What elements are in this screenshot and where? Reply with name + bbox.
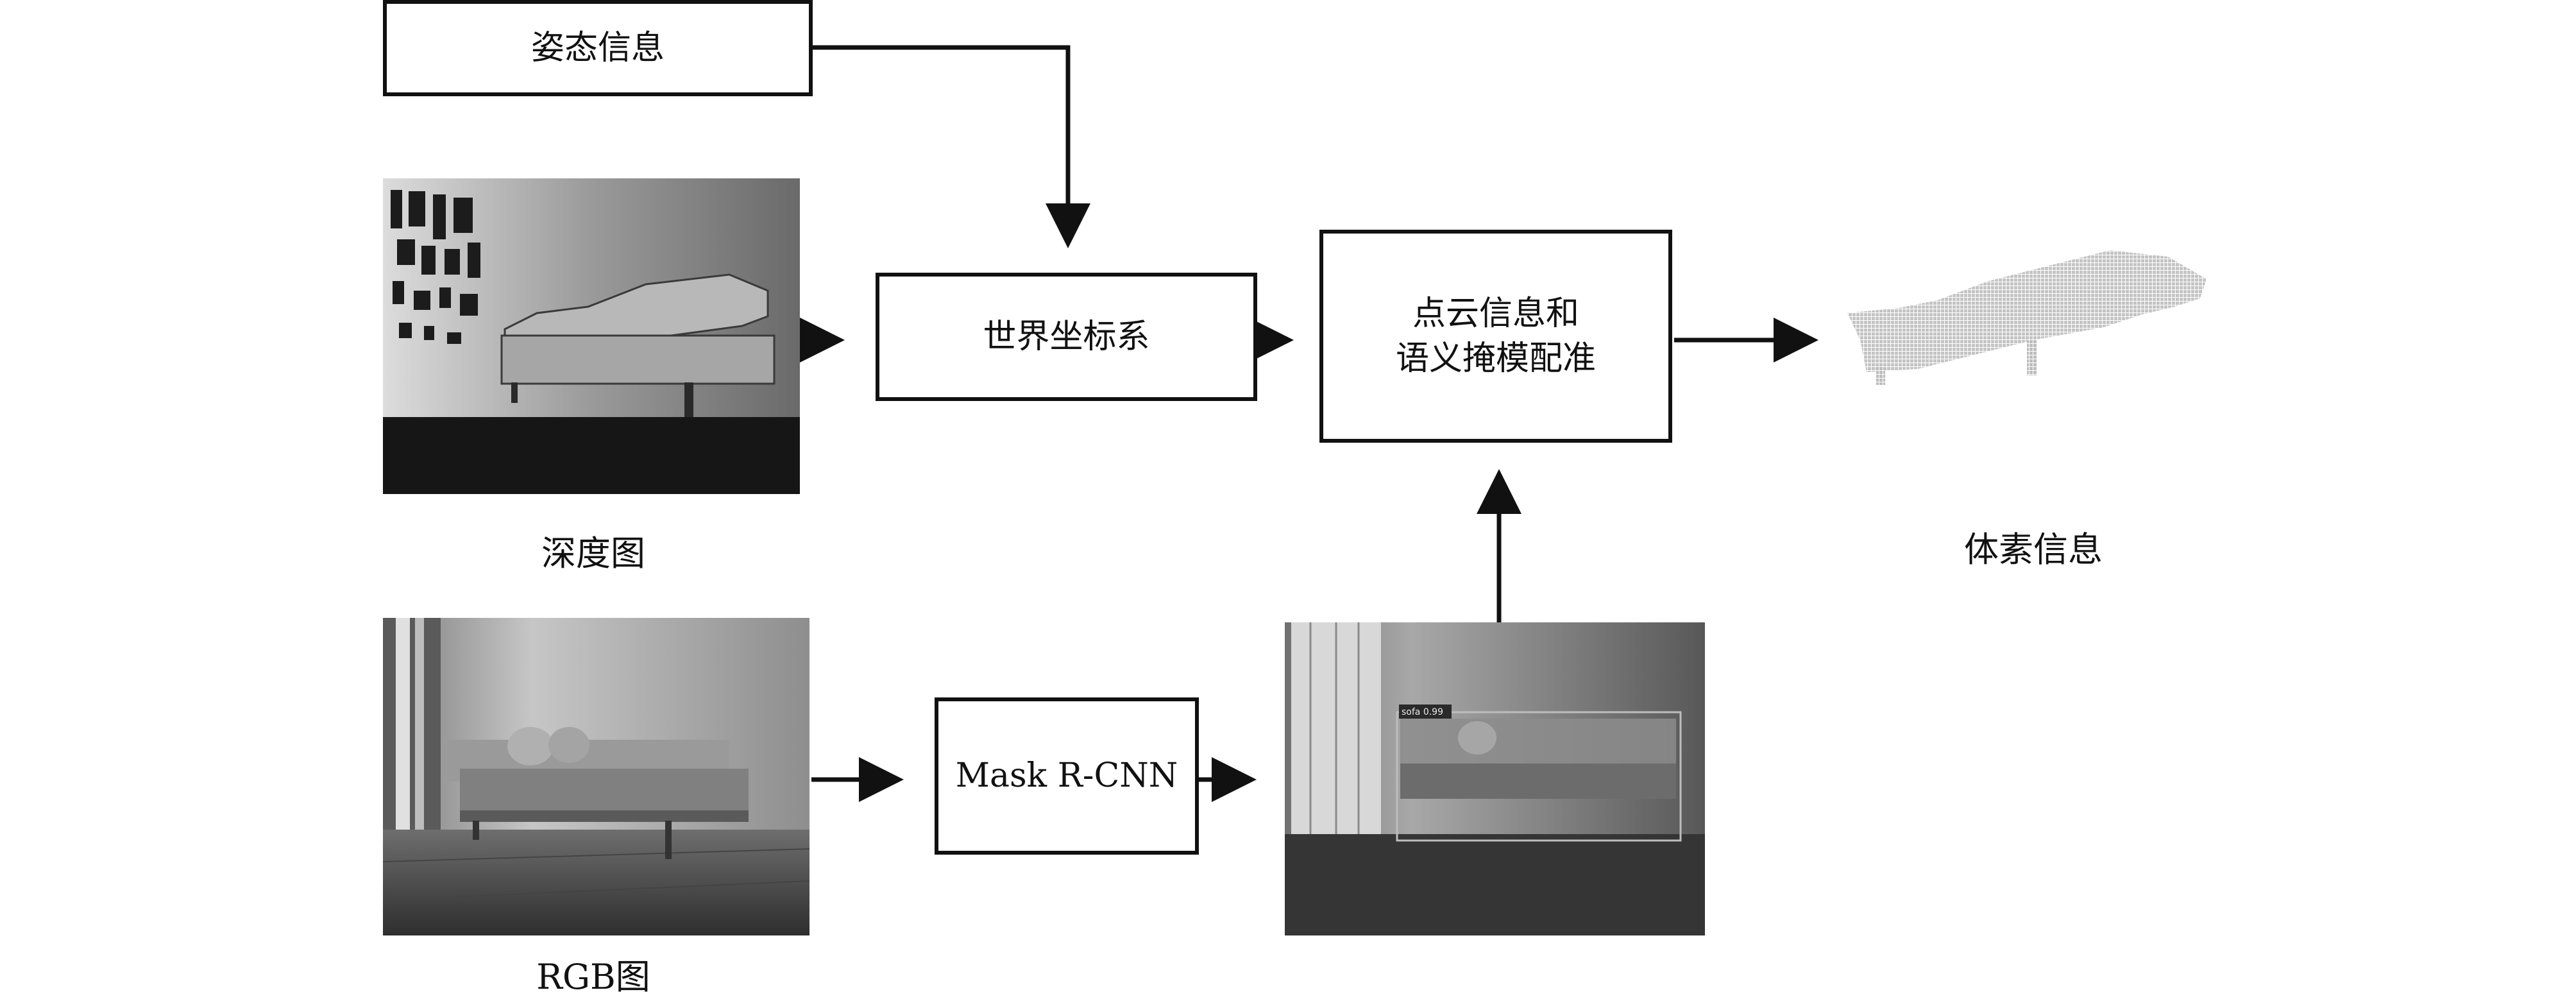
rgb-image [383,618,809,935]
maskrcnn-label: Mask R-CNN [955,756,1178,796]
voxel-caption: 体素信息 [1964,529,2103,570]
segmentation-result-image: sofa 0.99 [1285,622,1705,935]
pose-label: 姿态信息 [530,28,665,67]
maskrcnn-box: Mask R-CNN [935,697,1199,855]
world-coordinate-box: 世界坐标系 [876,273,1257,401]
voxel-output-image [1841,244,2213,398]
fusion-label: 点云信息和 语义掩模配准 [1395,294,1596,378]
world-label: 世界坐标系 [983,317,1150,356]
depth-image [383,178,800,494]
fusion-box: 点云信息和 语义掩模配准 [1319,230,1672,443]
mask-label-text: sofa 0.99 [1402,707,1443,717]
depth-caption: 深度图 [541,533,645,574]
arrow-pose-to-world [811,45,1090,248]
pose-box: 姿态信息 [383,0,813,96]
rgb-caption: RGB图 [536,957,650,997]
